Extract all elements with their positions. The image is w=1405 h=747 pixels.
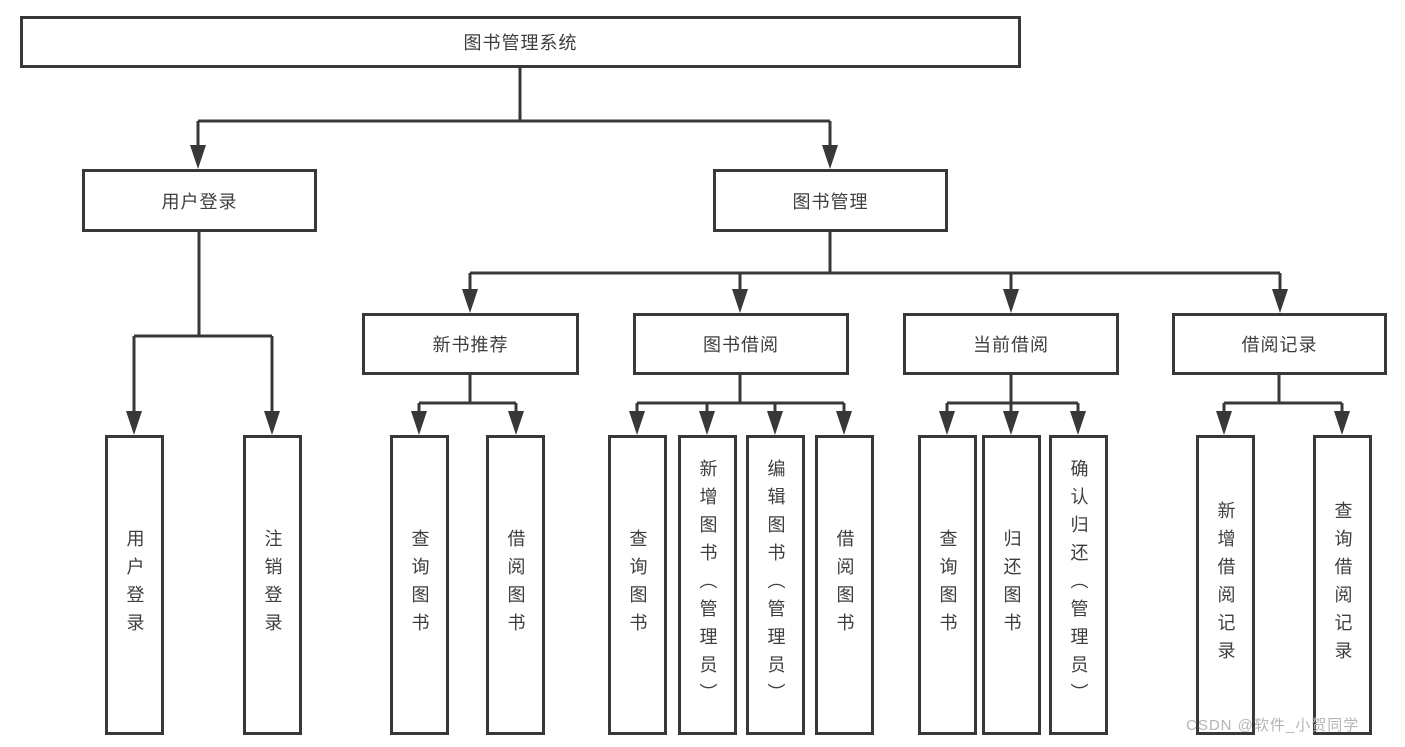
leaf-add-books-admin-label: 新增图书（管理员） [697,459,718,711]
leaf-logout: 注销登录 [243,435,302,735]
leaf-query-books-1: 查询图书 [390,435,449,735]
node-new-book-recommend: 新书推荐 [362,313,579,375]
leaf-query-books-2-label: 查询图书 [627,529,648,641]
watermark-text: CSDN @软件_小贺同学 [1186,717,1360,734]
leaf-edit-books-admin-label: 编辑图书（管理员） [765,459,786,711]
leaf-add-books-admin: 新增图书（管理员） [678,435,737,735]
leaf-edit-books-admin: 编辑图书（管理员） [746,435,805,735]
node-user-login-label: 用户登录 [161,191,238,212]
node-new-book-recommend-label: 新书推荐 [432,335,509,355]
leaf-add-borrow-record: 新增借阅记录 [1196,435,1255,735]
node-user-login: 用户登录 [82,169,317,232]
leaf-query-borrow-record: 查询借阅记录 [1313,435,1372,735]
node-root-label: 图书管理系统 [463,33,578,53]
leaf-user-login-label: 用户登录 [124,529,145,641]
leaf-query-books-3: 查询图书 [918,435,977,735]
leaf-query-borrow-record-label: 查询借阅记录 [1332,501,1353,669]
node-book-management-label: 图书管理 [792,191,869,212]
leaf-add-borrow-record-label: 新增借阅记录 [1215,501,1236,669]
node-borrowing-records-label: 借阅记录 [1241,335,1318,355]
leaf-query-books-1-label: 查询图书 [409,529,430,641]
leaf-return-books: 归还图书 [982,435,1041,735]
node-current-borrowing: 当前借阅 [903,313,1119,375]
node-current-borrowing-label: 当前借阅 [973,335,1049,355]
leaf-borrow-books-2-label: 借阅图书 [834,529,855,641]
leaf-query-books-2: 查询图书 [608,435,667,735]
node-borrowing-records: 借阅记录 [1172,313,1387,375]
leaf-user-login: 用户登录 [105,435,164,735]
node-book-management: 图书管理 [713,169,948,232]
leaf-borrow-books-1-label: 借阅图书 [505,529,526,641]
leaf-return-books-label: 归还图书 [1001,529,1022,641]
leaf-borrow-books-2: 借阅图书 [815,435,874,735]
leaf-borrow-books-1: 借阅图书 [486,435,545,735]
leaf-query-books-3-label: 查询图书 [937,529,958,641]
node-book-borrowing-label: 图书借阅 [703,335,779,355]
node-book-borrowing: 图书借阅 [633,313,849,375]
leaf-confirm-return-admin: 确认归还（管理员） [1049,435,1108,735]
node-root-system: 图书管理系统 [20,16,1021,68]
leaf-confirm-return-admin-label: 确认归还（管理员） [1068,459,1089,711]
leaf-logout-label: 注销登录 [262,529,283,641]
